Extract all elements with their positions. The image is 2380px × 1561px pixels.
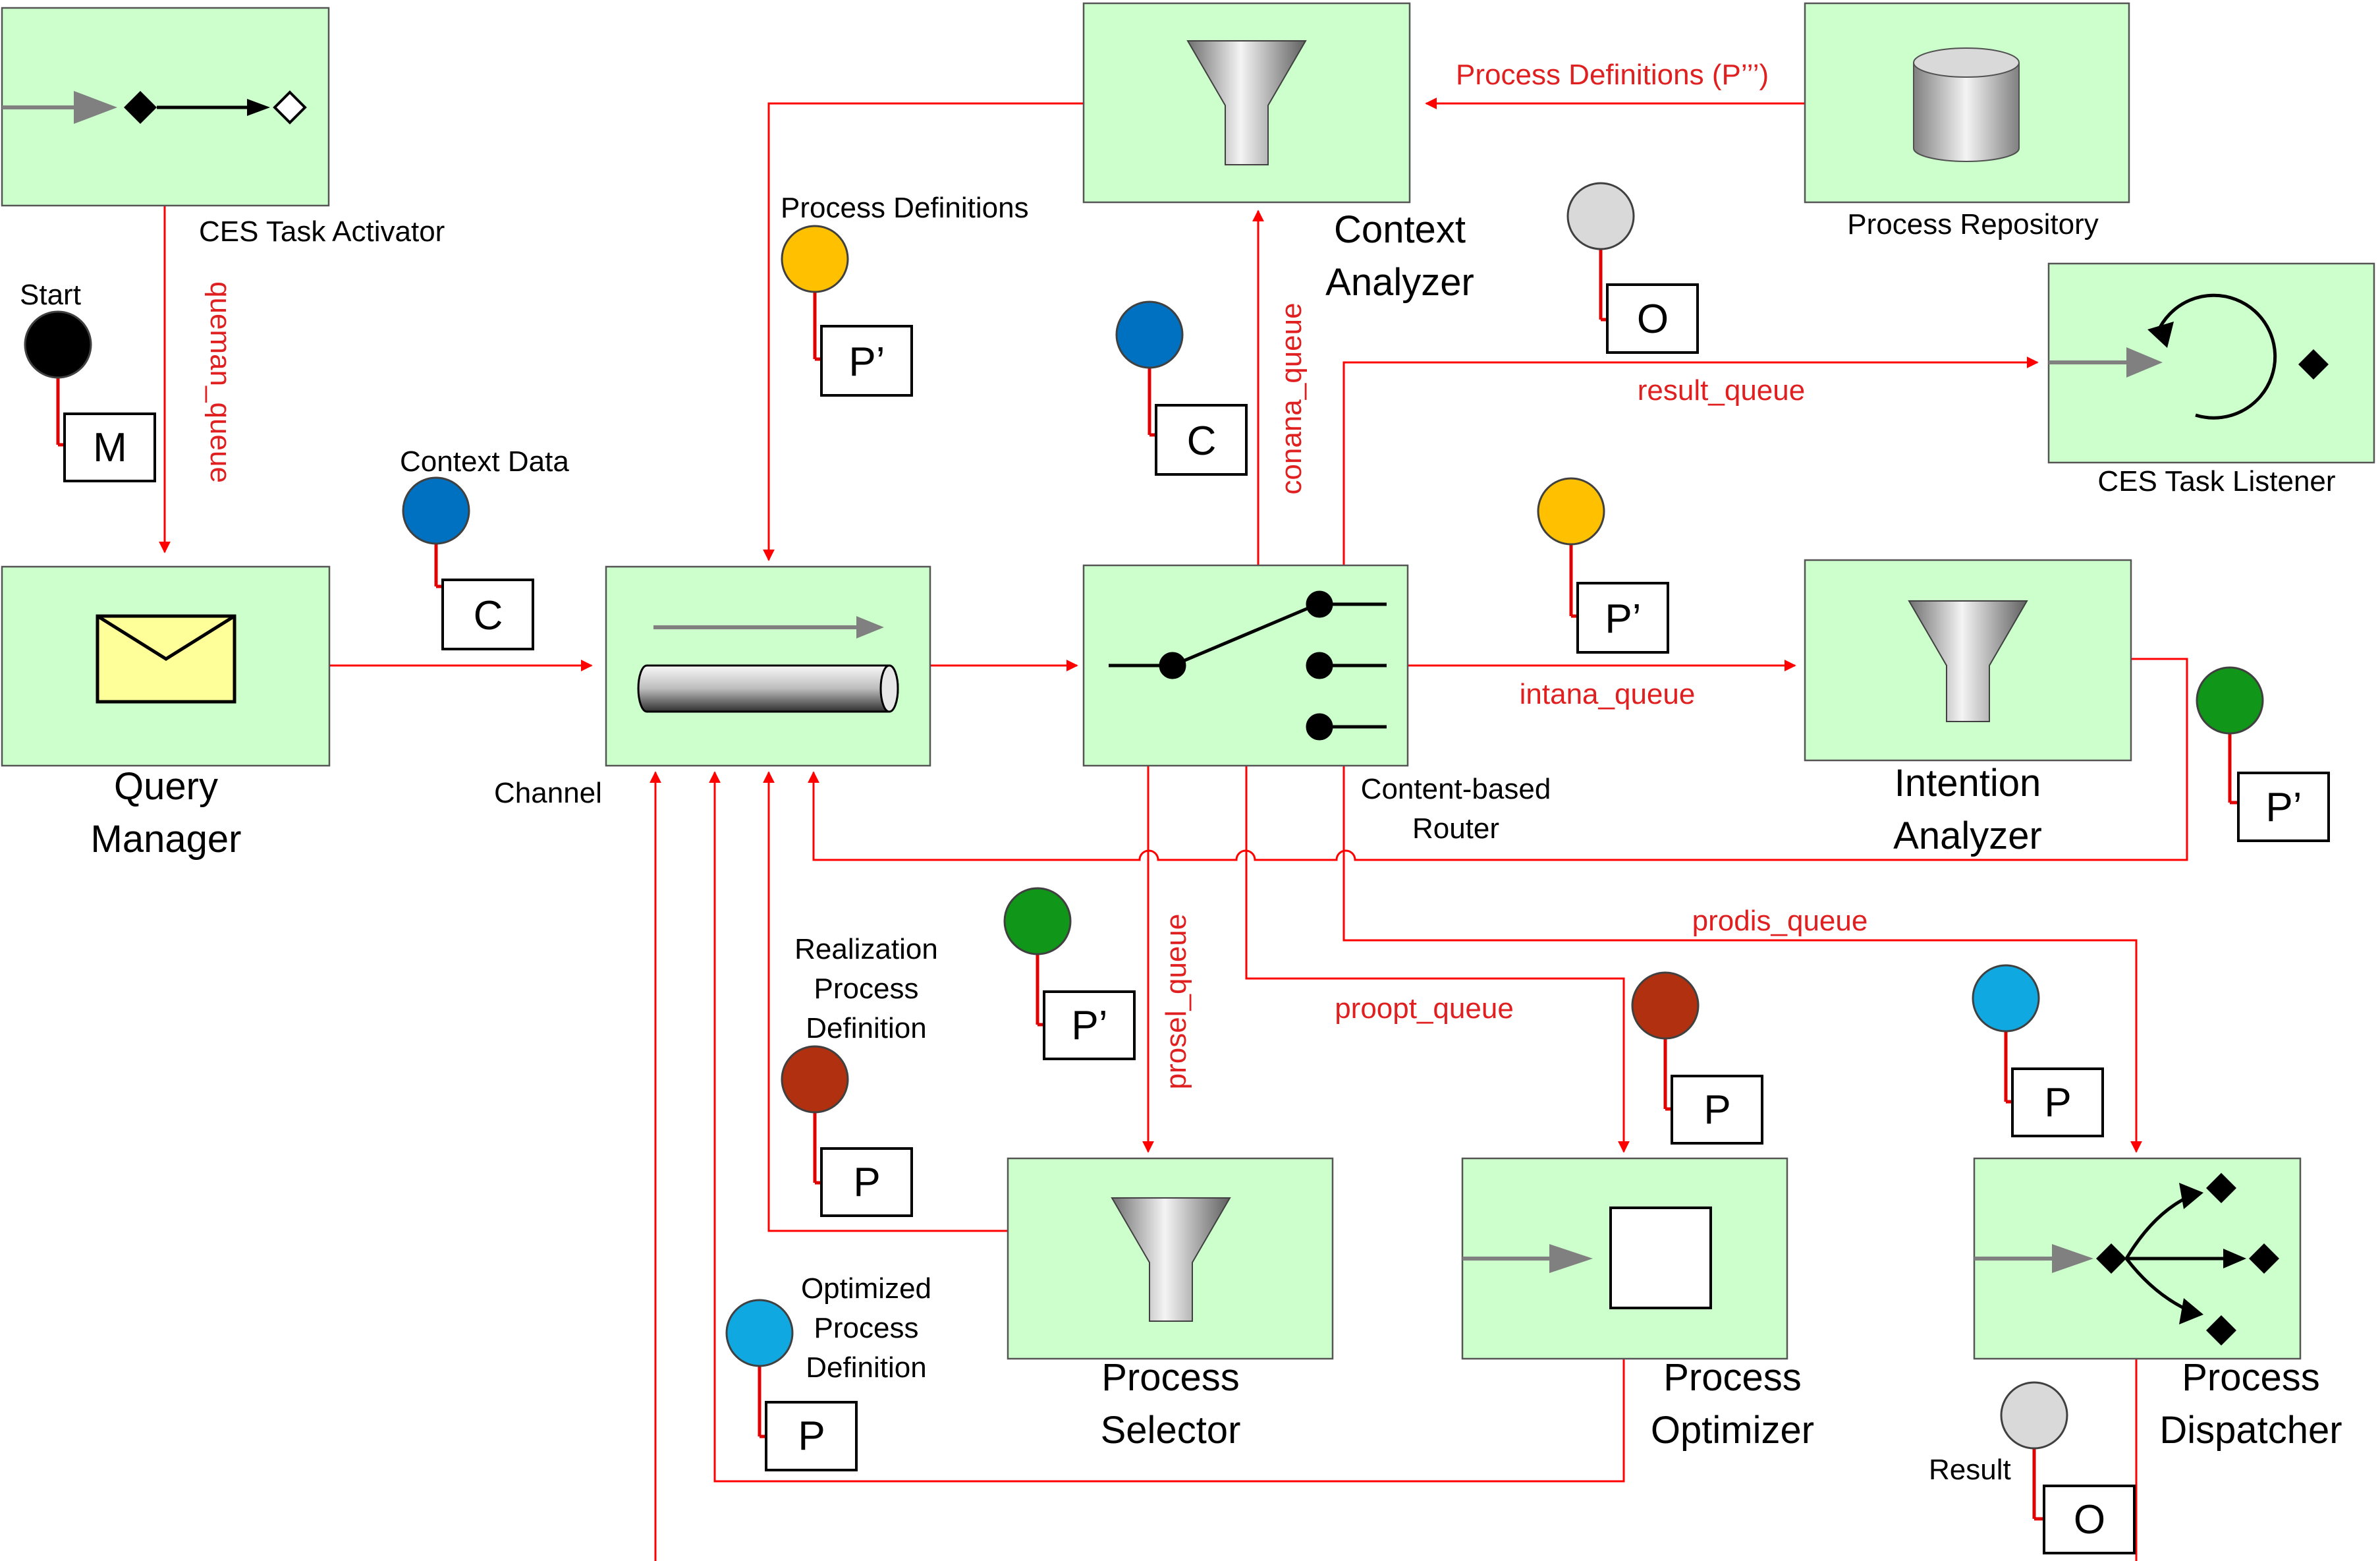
flow-prodis — [1342, 766, 2142, 1153]
token-router-context — [1115, 300, 1248, 476]
proopt-queue-label: proopt_queue — [1335, 992, 1514, 1025]
token-context-data — [402, 476, 534, 650]
token-output-top — [1566, 182, 1699, 354]
token-optimizer-in — [1631, 971, 1763, 1145]
token-result — [2000, 1381, 2136, 1554]
token-letter: P’ — [2265, 785, 2302, 830]
process-repository-label: Process Repository — [1847, 208, 2098, 241]
content-router-label-1: Content-based — [1361, 773, 1551, 805]
token-letter: C — [474, 593, 503, 639]
context-funnel-icon — [1186, 40, 1307, 165]
intention-analyzer-title-1: Intention — [1895, 762, 2041, 805]
envelope-icon — [96, 614, 236, 704]
activator-icon — [2, 90, 307, 125]
prosel-queue-label: prosel_queue — [1160, 914, 1192, 1090]
context-analyzer-title-2: Analyzer — [1325, 261, 1474, 304]
token-intention — [1537, 477, 1669, 654]
context-data-label: Context Data — [400, 445, 569, 478]
realization-label-3: Definition — [806, 1012, 926, 1044]
process-selector-title-2: Selector — [1101, 1409, 1241, 1452]
dispatcher-icon — [1974, 1173, 2279, 1346]
token-letter: P’ — [1605, 596, 1641, 642]
prodis-queue-label: prodis_queue — [1692, 905, 1868, 937]
intention-analyzer-title-2: Analyzer — [1893, 814, 2042, 857]
optimized-label-1: Optimized — [801, 1272, 931, 1305]
database-icon — [1913, 47, 2020, 162]
process-definitions-repo-label: Process Definitions (P’’’) — [1456, 59, 1769, 91]
token-letter: P — [798, 1413, 825, 1459]
token-selector — [1003, 887, 1136, 1060]
message-tokens — [24, 182, 2330, 1554]
switch-icon — [1109, 590, 1387, 741]
process-definitions-label: Process Definitions — [781, 192, 1029, 224]
process-dispatcher-title-2: Dispatcher — [2159, 1409, 2342, 1452]
pipe-icon — [637, 616, 899, 713]
selector-funnel-icon — [1111, 1197, 1231, 1322]
token-optimized — [725, 1299, 858, 1471]
start-label: Start — [20, 279, 81, 311]
content-router-label-2: Router — [1412, 812, 1499, 845]
optimizer-icon — [1462, 1206, 1712, 1309]
ces-task-activator-label: CES Task Activator — [199, 215, 445, 248]
token-letter: P — [1703, 1087, 1730, 1133]
intention-funnel-icon — [1908, 600, 2028, 722]
token-process-definitions — [781, 225, 913, 397]
flow-optimizer-to-channel — [709, 771, 1625, 1483]
channel-label: Channel — [494, 777, 602, 809]
process-optimizer-title-1: Process — [1663, 1356, 1802, 1399]
query-manager-title-1: Query — [114, 765, 218, 808]
flow-context-to-channel — [763, 102, 1084, 561]
result-label: Result — [1929, 1454, 2011, 1486]
ces-task-listener-label: CES Task Listener — [2097, 465, 2335, 497]
optimized-label-2: Process — [814, 1312, 919, 1344]
queman-queue-label: queman_queue — [204, 281, 236, 483]
token-letter: O — [1637, 297, 1669, 342]
token-dispatcher-in — [1972, 964, 2104, 1137]
token-letter: M — [93, 425, 127, 470]
process-selector-title-1: Process — [1101, 1356, 1240, 1399]
conana-queue-label: conana_queue — [1275, 302, 1308, 494]
token-letter: P’ — [1071, 1003, 1107, 1048]
realization-label-1: Realization — [794, 933, 938, 965]
token-letter: P — [2044, 1080, 2071, 1125]
component-boxes — [1, 2, 2375, 1360]
optimized-label-3: Definition — [806, 1351, 926, 1384]
realization-label-2: Process — [814, 973, 919, 1005]
query-manager-title-2: Manager — [91, 818, 242, 861]
result-queue-label: result_queue — [1638, 374, 1805, 407]
intana-queue-label: intana_queue — [1520, 678, 1696, 710]
token-letter: P — [853, 1160, 880, 1205]
token-letter: P’ — [848, 339, 885, 385]
process-dispatcher-title-1: Process — [2182, 1356, 2320, 1399]
loop-icon — [2049, 293, 2329, 420]
token-start — [24, 310, 156, 482]
token-intention-out — [2196, 666, 2330, 842]
flow-dispatcher-to-channel — [650, 771, 2138, 1561]
flow-result — [1342, 356, 2039, 565]
flow-selector-to-channel — [763, 771, 1008, 1232]
context-analyzer-title-1: Context — [1334, 208, 1466, 251]
token-letter: C — [1187, 418, 1217, 464]
flow-lines — [159, 98, 2188, 1561]
flow-proopt — [1245, 766, 1630, 1153]
token-letter: O — [2074, 1497, 2105, 1543]
process-optimizer-title-2: Optimizer — [1651, 1409, 1814, 1452]
token-realization — [781, 1045, 913, 1217]
